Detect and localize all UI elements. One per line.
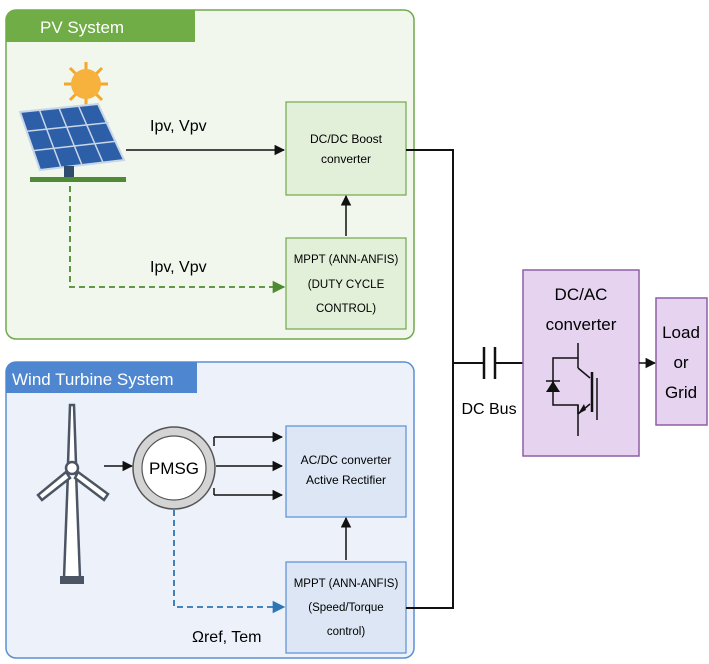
dc-bus-label: DC Bus (461, 401, 516, 418)
wind-mppt-line2: (Speed/Torque (308, 602, 383, 614)
boost-converter-line2: converter (321, 152, 371, 166)
pv-signal-bottom: Ipv, Vpv (150, 259, 207, 276)
boost-converter-line1: DC/DC Boost (310, 132, 383, 146)
load-line2: or (673, 353, 688, 372)
load-line3: Grid (665, 383, 697, 402)
boost-converter-box: DC/DC Boost converter (285, 101, 407, 196)
inverter-line2: converter (546, 315, 617, 334)
pv-signal-top: Ipv, Vpv (150, 118, 207, 135)
pv-mppt-line2: (DUTY CYCLE (308, 279, 385, 291)
rectifier-box: AC/DC converter Active Rectifier (285, 425, 407, 518)
rectifier-line1: AC/DC converter (301, 453, 392, 467)
solar-panel-icon (18, 102, 126, 182)
rectifier-line2: Active Rectifier (306, 473, 386, 487)
load-grid-box: Load or Grid (655, 297, 708, 426)
pv-mppt-box: MPPT (ANN-ANFIS) (DUTY CYCLE CONTROL) (285, 237, 407, 330)
pmsg-label: PMSG (149, 459, 199, 478)
capacitor-icon (482, 347, 497, 379)
pv-feedback-dashed-arrow (69, 186, 286, 294)
sun-icon (64, 62, 108, 106)
inverter-line1: DC/AC (555, 285, 608, 304)
wind-turbine-icon (36, 403, 110, 584)
wind-feedback-dashed-arrow (173, 510, 286, 614)
pmsg-generator: PMSG (132, 426, 216, 510)
wind-system-title: Wind Turbine System (12, 370, 174, 389)
load-line1: Load (662, 323, 700, 342)
igbt-switch-icon (546, 343, 598, 436)
wind-mppt-line3: control) (327, 626, 366, 638)
wind-system-header (6, 362, 197, 393)
wind-mppt-line1: MPPT (ANN-ANFIS) (294, 578, 399, 590)
pv-mppt-line3: CONTROL) (316, 303, 376, 315)
pv-system-title: PV System (40, 18, 124, 37)
wind-mppt-box: MPPT (ANN-ANFIS) (Speed/Torque control) (285, 561, 407, 654)
pmsg-three-phase-arrows (213, 431, 284, 501)
inverter-box: DC/AC converter (522, 269, 640, 457)
pv-system-header (6, 10, 195, 42)
dc-bus-wiring (406, 149, 523, 609)
pv-mppt-line1: MPPT (ANN-ANFIS) (294, 254, 399, 266)
wind-signal-label: Ωref, Tem (192, 629, 261, 646)
